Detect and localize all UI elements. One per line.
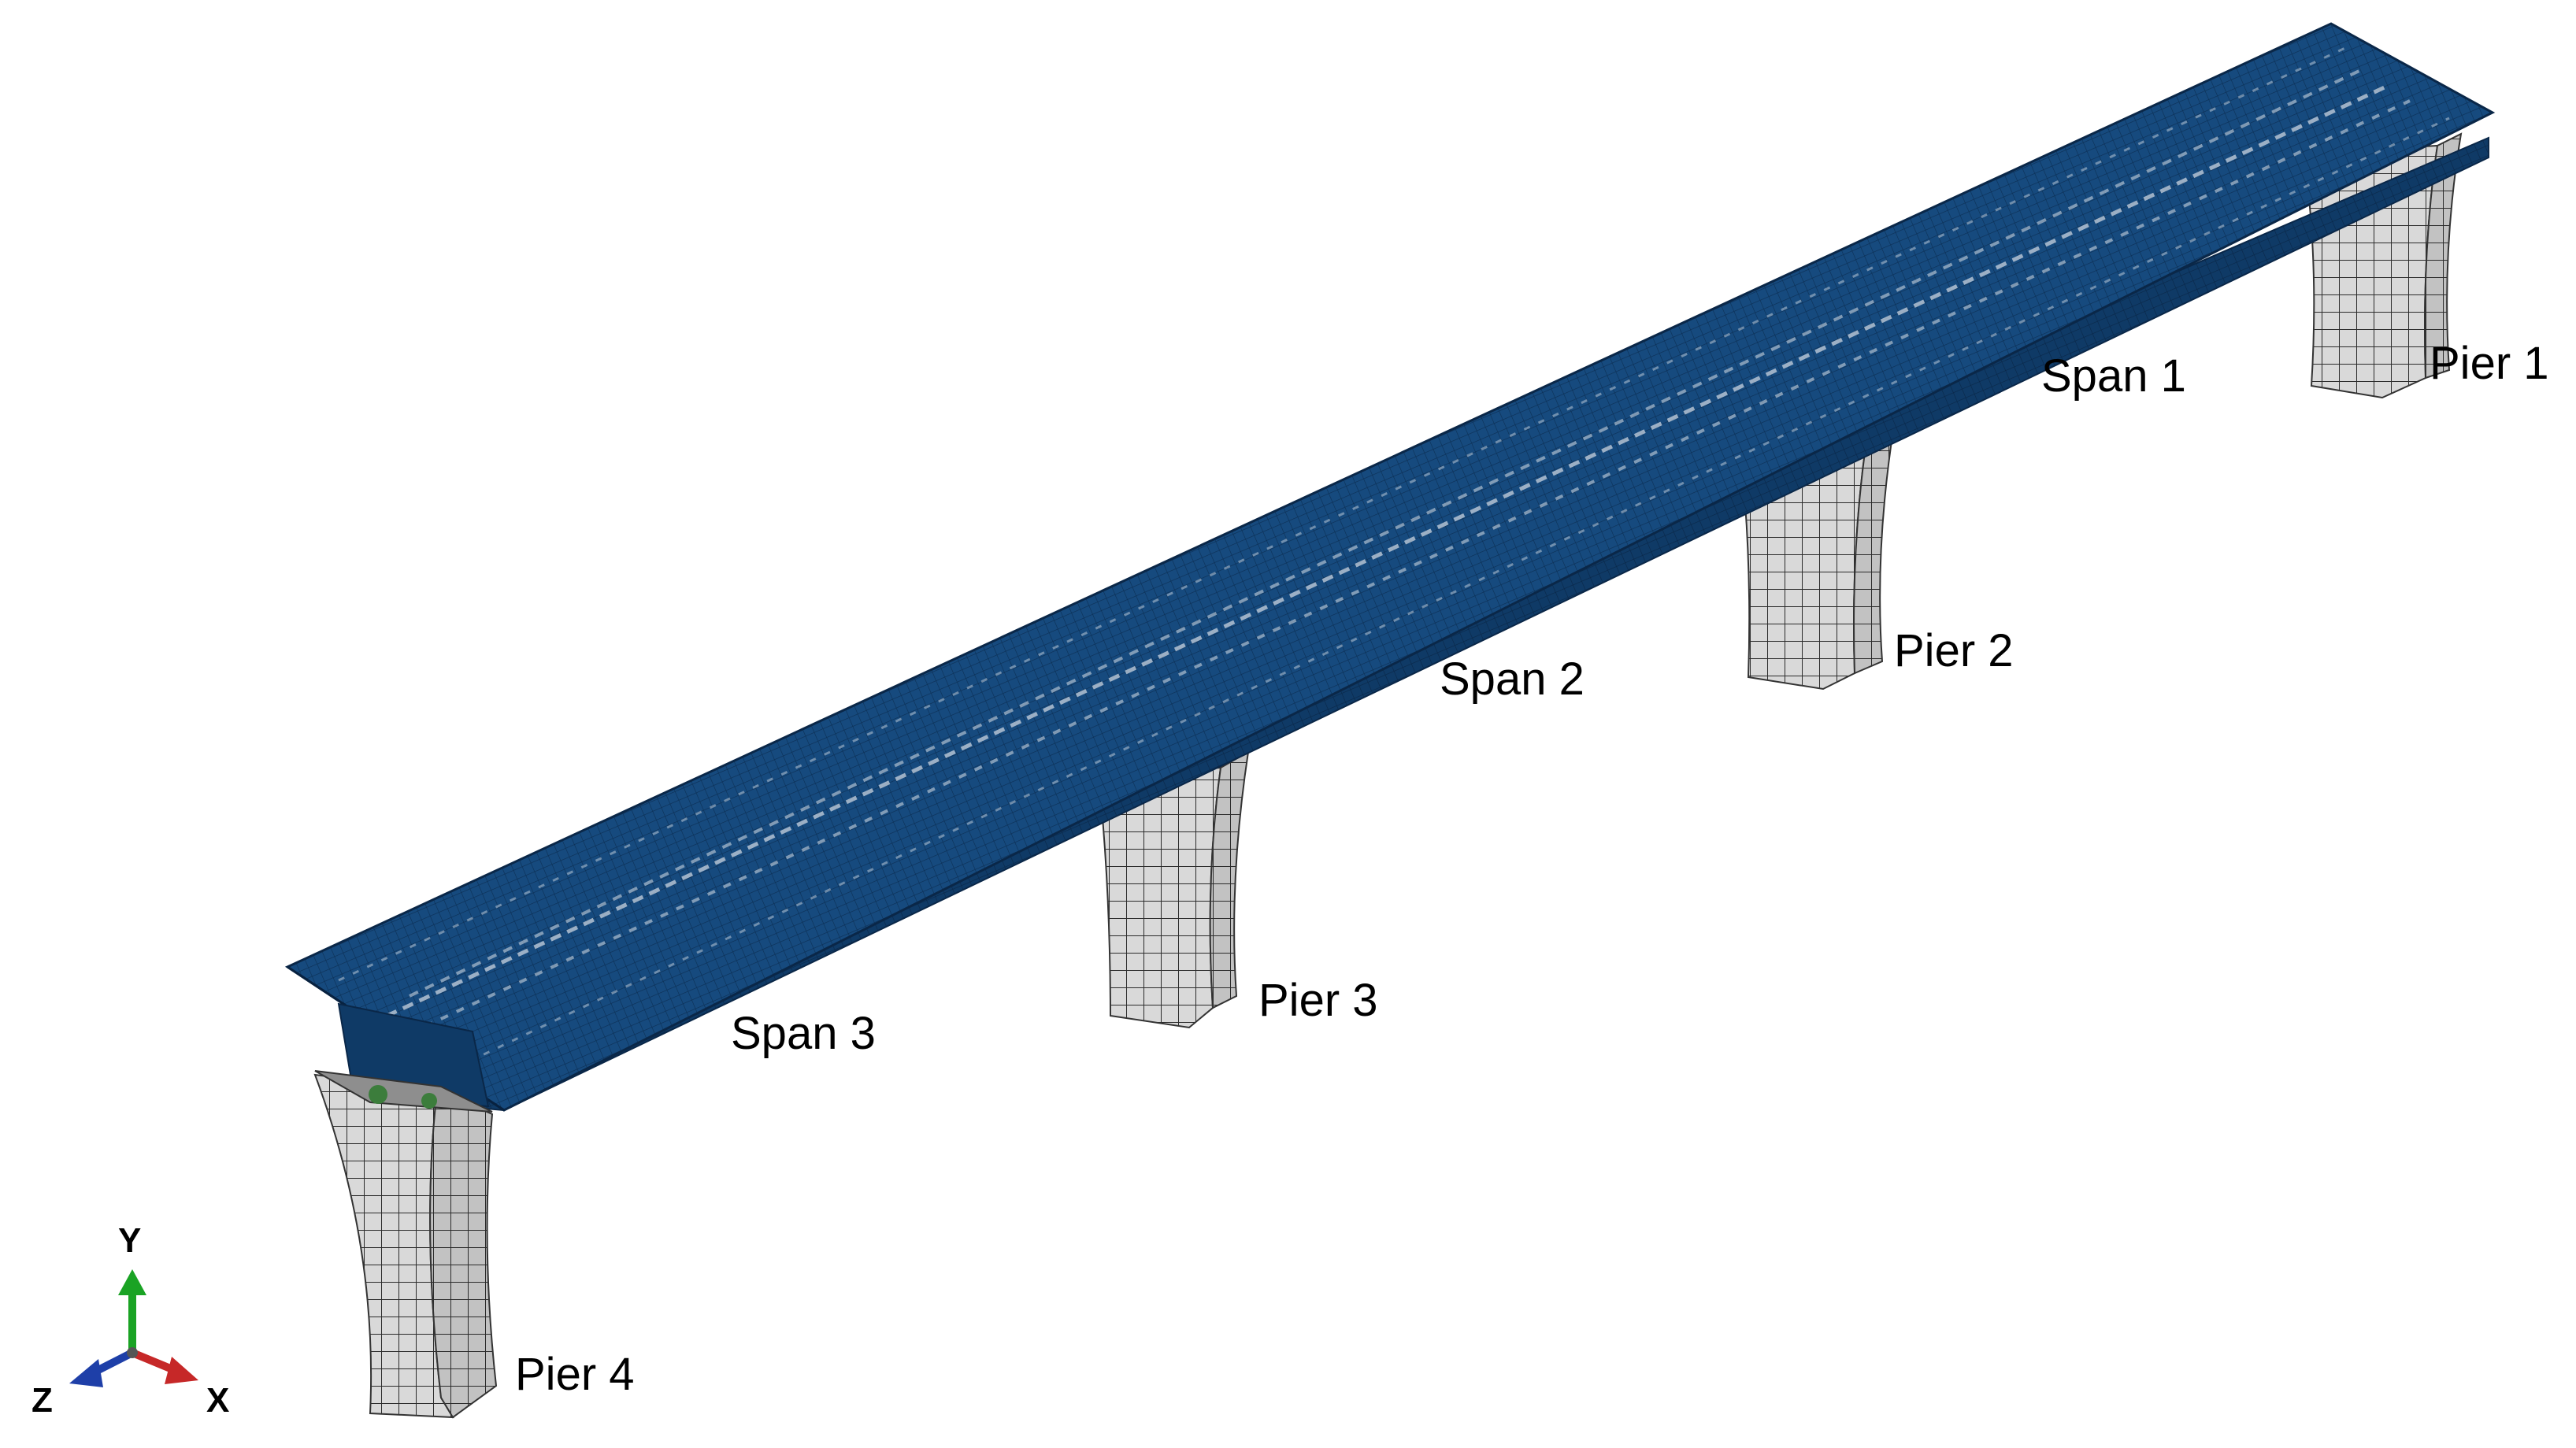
pier-4	[313, 1070, 498, 1419]
y-axis-label: Y	[118, 1221, 141, 1260]
x-axis-label: X	[206, 1381, 229, 1420]
span-1-label: Span 1	[2041, 350, 2186, 402]
pier-1-label: Pier 1	[2430, 338, 2549, 389]
pier-2	[1739, 424, 1896, 691]
axis-triad-icon: Y X Z	[32, 1221, 229, 1420]
y-arrow-icon	[118, 1269, 146, 1295]
z-axis-label: Z	[32, 1381, 53, 1420]
span-2-label: Span 2	[1440, 654, 1585, 705]
pier-4-label: Pier 4	[515, 1349, 635, 1400]
pier-3	[1097, 750, 1250, 1029]
z-arrow-icon	[69, 1359, 103, 1387]
span-3-label: Span 3	[731, 1008, 876, 1059]
pier-3-label: Pier 3	[1258, 975, 1378, 1026]
bridge-deck	[284, 22, 2496, 1112]
pier-2-label: Pier 2	[1894, 625, 2014, 676]
x-arrow-icon	[165, 1357, 198, 1384]
